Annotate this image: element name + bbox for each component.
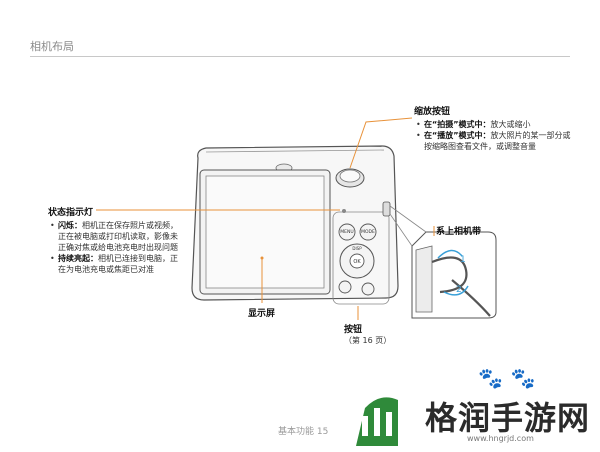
status-lamp-title: 状态指示灯 (48, 208, 94, 218)
status-lamp-callout: 状态指示灯 闪烁：相机正在保存照片或视频，正在被电脑或打印机读取，影像未正确对焦… (48, 205, 184, 275)
zoom-button-title: 缩放按钮 (414, 107, 451, 117)
menu-button (338, 223, 356, 241)
lcd-screen (205, 175, 325, 289)
delete-button (361, 282, 375, 296)
section-title: 相机布局 (30, 40, 74, 53)
zoom-button-callout: 缩放按钮 在“拍摄”模式中：放大或缩小 在“播放”模式中：放大照片的某一部分或按… (414, 104, 574, 152)
watermark-name: 格润手游网 (425, 399, 591, 437)
mode-button (359, 223, 377, 241)
watermark-url: www.hngrjd.com (467, 434, 534, 443)
header-divider (30, 56, 570, 57)
mode-button-label: MODE (361, 229, 375, 235)
zoom-callout-line (349, 117, 413, 169)
paw-decoration: 🐾🐾 (478, 366, 544, 390)
strap-arrow-1 (437, 249, 463, 259)
strap-step-1: 1 (460, 255, 466, 265)
status-item-steady: 持续亮起：相机已连接到电脑，正在为电池充电或焦距已对准 (48, 253, 184, 275)
strap-loop (431, 256, 468, 294)
buttons-callout: 按钮 （第 16 页） (344, 322, 391, 346)
strap-step-2: 2 (456, 285, 462, 295)
status-item-blink: 闪烁：相机正在保存照片或视频，正在被电脑或打印机读取，影像未正确对焦或给电池充电… (48, 220, 184, 253)
strap-arrow-2 (443, 285, 469, 296)
strap-lug (382, 201, 391, 217)
zoom-item-play: 在“播放”模式中：放大照片的某一部分或按缩略图查看文件，或调整音量 (414, 130, 574, 152)
menu-button-label: MENU (340, 229, 353, 235)
strap-title: 系上相机带 (436, 227, 482, 237)
disp-label: DISP (352, 246, 362, 251)
camera-top-edge (205, 149, 385, 153)
buttons-page-note: （第 16 页） (344, 336, 392, 345)
page-footer: 基本功能 15 (278, 427, 329, 437)
screen-title: 显示屏 (248, 309, 276, 319)
zoom-ring (339, 169, 361, 183)
strap-connector (389, 213, 413, 247)
playback-button (338, 280, 352, 294)
strap-inset: 1 2 (411, 231, 497, 319)
ok-button-label: OK (353, 259, 361, 265)
button-panel (332, 211, 390, 305)
ok-button (349, 253, 365, 269)
buttons-title: 按钮 (344, 325, 363, 335)
watermark-logo-icon (356, 397, 398, 446)
zoom-item-shoot: 在“拍摄”模式中：放大或缩小 (414, 119, 574, 130)
